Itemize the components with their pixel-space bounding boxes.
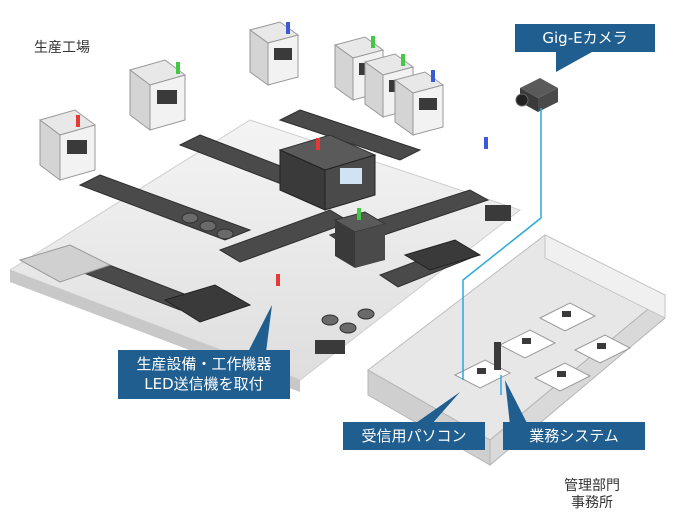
robot-base xyxy=(163,284,252,323)
factory-label: 生産工場 xyxy=(34,40,90,56)
transmitter-line-1: 生産設備・工作機器 xyxy=(136,355,272,373)
robot-base xyxy=(403,239,482,271)
camera-label: Gig-Eカメラ xyxy=(542,29,628,47)
transmitter-callout: 生産設備・工作機器 LED送信機を取付 xyxy=(118,350,290,399)
office-label-line-1: 管理部門 xyxy=(564,478,620,494)
receiver-pc-label: 受信用パソコン xyxy=(361,427,467,445)
business-system-label: 業務システム xyxy=(529,427,619,445)
gige-camera xyxy=(515,78,558,112)
office-label: 管理部門 事務所 xyxy=(564,478,620,512)
camera-callout: Gig-Eカメラ xyxy=(515,24,655,53)
office-label-line-2: 事務所 xyxy=(571,494,613,511)
callout-pointers xyxy=(248,52,592,425)
robot-base xyxy=(18,244,112,283)
business-system-callout: 業務システム xyxy=(503,422,645,451)
transmitter-line-2: LED送信機を取付 xyxy=(144,375,264,394)
led-transmitters xyxy=(76,22,488,286)
receiver-pc-callout: 受信用パソコン xyxy=(343,422,485,451)
network-links xyxy=(462,108,542,395)
